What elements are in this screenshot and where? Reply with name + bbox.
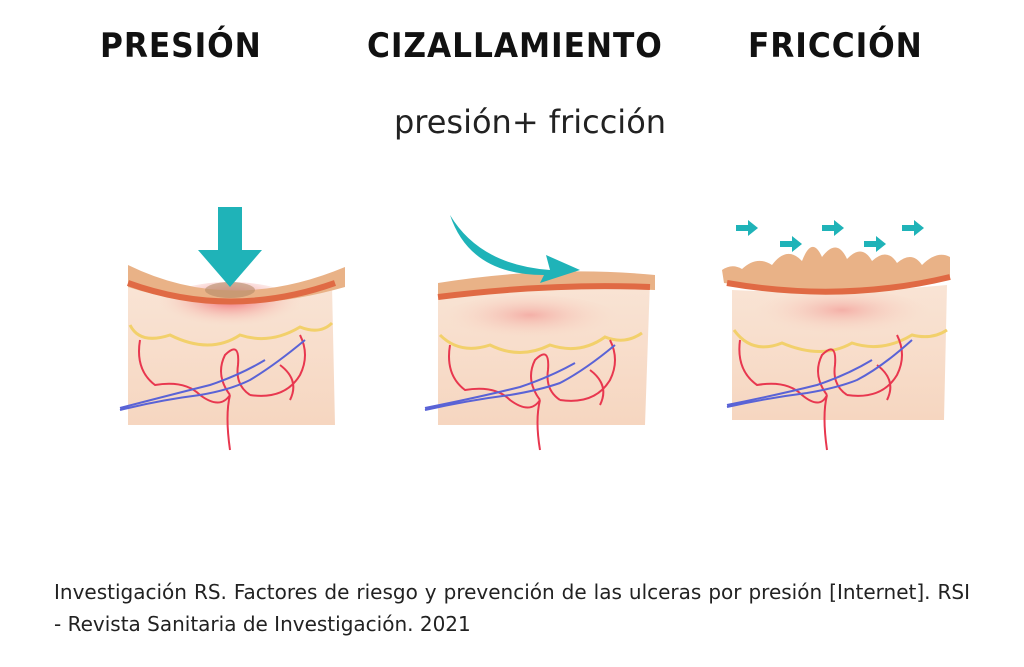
small-right-arrow-icon xyxy=(736,220,924,252)
title-pressure: PRESIÓN xyxy=(100,26,262,66)
title-friction: FRICCIÓN xyxy=(748,26,923,66)
citation-text: Investigación RS. Factores de riesgo y p… xyxy=(54,580,970,636)
curved-arrow-icon xyxy=(450,215,580,283)
pressure-skin-illustration xyxy=(119,207,345,451)
friction-skin-illustration xyxy=(722,220,951,451)
down-arrow-icon xyxy=(198,207,262,287)
subtitle-shear-definition: presión+ fricción xyxy=(393,103,667,141)
title-shear: CIZALLAMIENTO xyxy=(367,26,663,66)
shear-skin-illustration xyxy=(424,215,655,451)
